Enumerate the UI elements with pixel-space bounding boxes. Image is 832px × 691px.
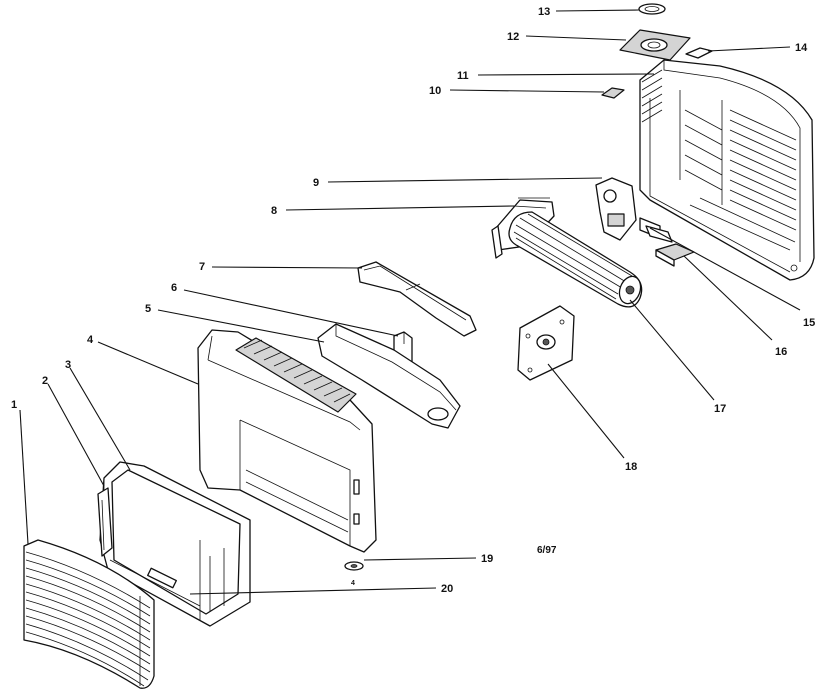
callout-4: 4 (87, 334, 94, 346)
leader-10 (449, 89, 605, 93)
callout-18: 18 (625, 461, 637, 473)
leader-13 (555, 9, 640, 12)
leader-lines (19, 9, 801, 595)
part-4-main-cabinet (197, 329, 377, 553)
callout-16: 16 (775, 346, 787, 358)
callout-1: 1 (11, 399, 17, 411)
callout-20: 20 (441, 583, 453, 595)
part-3-filter-frame (99, 461, 251, 627)
rear-housing-ribs (679, 90, 797, 251)
leader-9 (327, 177, 603, 183)
leader-17 (629, 299, 715, 401)
leader-5 (157, 309, 325, 343)
part-12-top-plate (619, 29, 691, 61)
leader-3 (69, 367, 131, 471)
leader-11 (477, 73, 655, 76)
leader-20 (189, 587, 437, 595)
callout-13: 13 (538, 6, 550, 18)
svg-text:4: 4 (351, 580, 355, 587)
leader-12 (525, 35, 627, 41)
callout-6: 6 (171, 282, 177, 294)
callout-11: 11 (457, 70, 469, 82)
part-14-clip (685, 47, 713, 59)
leader-15 (649, 227, 801, 311)
leader-2 (47, 383, 105, 487)
part-1-front-grille (23, 539, 155, 689)
part-15-connector (645, 225, 673, 243)
part-19-foot: 4 (344, 561, 364, 587)
leader-14 (707, 46, 791, 52)
part-13-ring (638, 3, 666, 15)
leader-19 (363, 557, 477, 561)
leader-4 (97, 341, 199, 385)
part-18-motor-plate (517, 305, 575, 381)
part-10-latch (601, 87, 625, 99)
callout-labels: 13 12 14 11 10 9 8 7 6 5 4 3 2 1 15 16 1… (11, 6, 815, 595)
leader-1 (19, 409, 29, 545)
callout-2: 2 (42, 375, 48, 387)
part-2-filter-element (97, 487, 113, 557)
leader-18 (547, 363, 625, 459)
part-11-rear-housing (639, 59, 815, 281)
callout-17: 17 (714, 403, 726, 415)
callout-14: 14 (795, 42, 808, 54)
leader-7 (211, 266, 363, 269)
callout-9: 9 (313, 177, 319, 189)
callout-8: 8 (271, 205, 277, 217)
leader-6 (183, 289, 399, 337)
callout-3: 3 (65, 359, 71, 371)
leader-16 (683, 255, 773, 341)
part-7-duct (357, 261, 477, 337)
callout-15: 15 (803, 317, 815, 329)
part-17-blower-wheel (508, 211, 643, 308)
rear-housing-grille (641, 69, 663, 123)
front-grille-slats (25, 551, 151, 687)
callout-5: 5 (145, 303, 151, 315)
callout-10: 10 (429, 85, 441, 97)
part-5-front-duct (317, 323, 461, 429)
callout-12: 12 (507, 31, 519, 43)
part-16-switch (655, 243, 695, 267)
callout-19: 19 (481, 553, 493, 565)
leader-8 (285, 205, 515, 211)
cabinet-louvers (235, 337, 357, 413)
callout-7: 7 (199, 261, 205, 273)
date-code: 6/97 (537, 545, 557, 556)
